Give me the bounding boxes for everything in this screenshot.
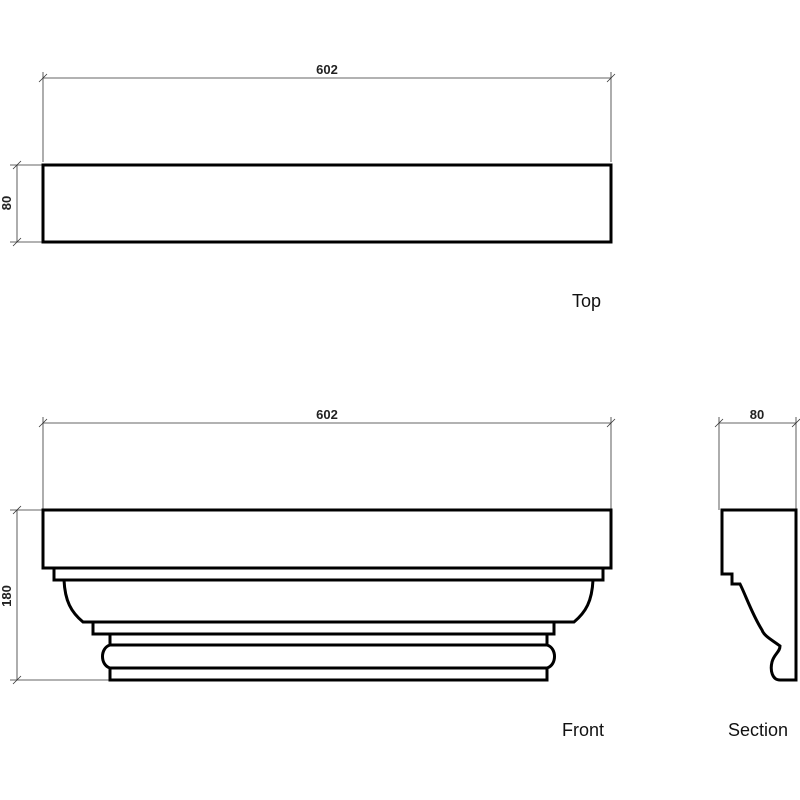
top-view: 602 80 Top	[0, 62, 616, 311]
top-view-outline	[41, 163, 613, 244]
front-height-dimension: 180	[0, 505, 110, 685]
top-view-label: Top	[572, 291, 601, 311]
top-depth-dimension: 80	[0, 160, 43, 247]
section-view-label: Section	[728, 720, 788, 740]
top-width-label: 602	[316, 62, 338, 77]
section-depth-dimension: 80	[714, 407, 800, 680]
section-profile-outline	[720, 508, 798, 682]
front-width-dimension: 602	[38, 407, 616, 510]
section-view: 80 Section	[714, 407, 800, 740]
front-height-label: 180	[0, 585, 14, 607]
front-view: 602 180 Front	[0, 407, 616, 740]
front-width-label: 602	[316, 407, 338, 422]
section-depth-label: 80	[750, 407, 764, 422]
top-width-dimension: 602	[38, 62, 616, 162]
front-view-label: Front	[562, 720, 604, 740]
front-profile-outline	[41, 508, 613, 682]
top-depth-label: 80	[0, 196, 14, 210]
